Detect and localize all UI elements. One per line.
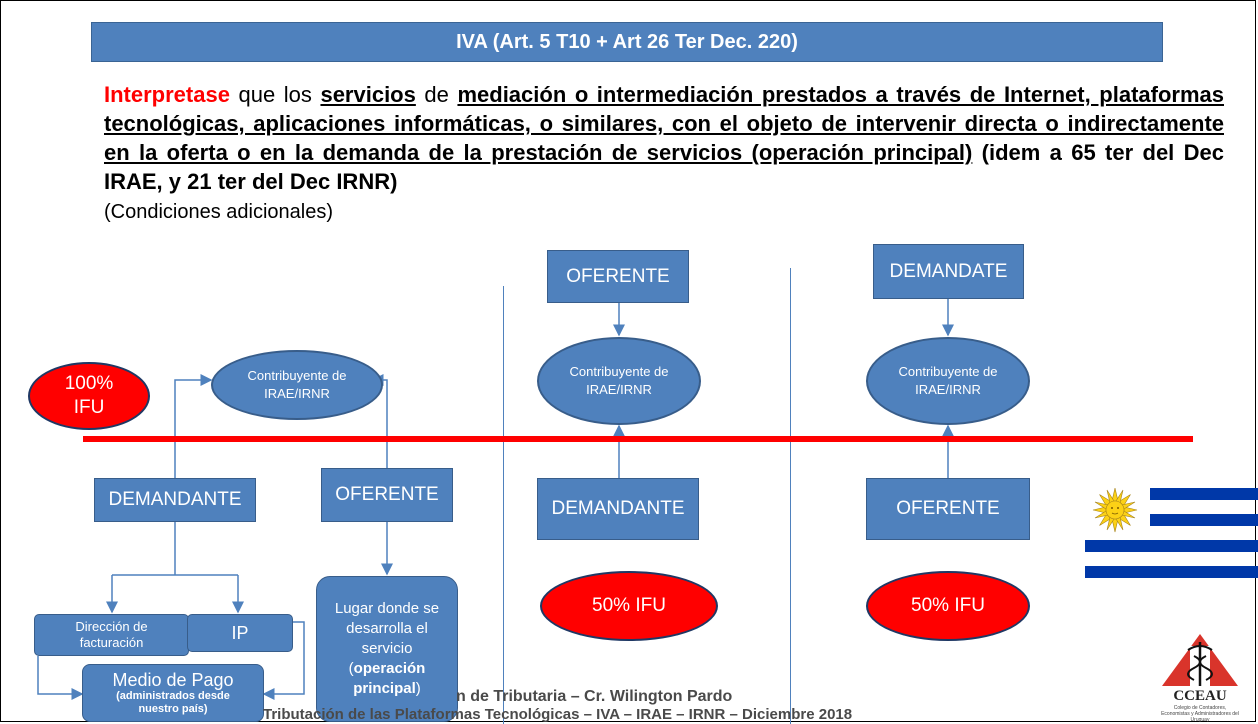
arrow-ip-medio — [262, 621, 305, 700]
logo-text: CCEAU — [1173, 688, 1227, 704]
demandate-node-3: DEMANDATE — [873, 244, 1024, 299]
arrow-demandante-contrib — [174, 374, 213, 478]
caduceus-logo-icon — [1162, 634, 1238, 686]
footer-line-1: n de Tributaria – Cr. Wilington Pardo — [456, 688, 733, 705]
arrow-direccion-medio — [37, 656, 84, 700]
contribuyente-label-2: Contribuyente de IRAE/IRNR — [569, 364, 669, 397]
contribuyente-node-1: Contribuyente de IRAE/IRNR — [211, 350, 383, 420]
direccion-facturacion-node: Dirección de facturación — [34, 614, 189, 656]
contribuyente-label-3: Contribuyente de IRAE/IRNR — [898, 364, 998, 397]
contribuyente-node-2: Contribuyente de IRAE/IRNR — [537, 337, 701, 425]
ifu-50-badge-2: 50% IFU — [540, 571, 718, 641]
oferente-node-3: OFERENTE — [866, 478, 1030, 540]
contribuyente-label-1: Contribuyente de IRAE/IRNR — [247, 368, 347, 401]
para-text-2: de — [415, 82, 458, 107]
separator-line — [83, 436, 1193, 442]
column-divider-2 — [790, 268, 791, 724]
oferente-node-2: OFERENTE — [547, 250, 689, 303]
oferente-node-1: OFERENTE — [321, 468, 453, 522]
demandante-node-2: DEMANDANTE — [537, 478, 699, 540]
keyword-interpretase: Interpretase — [104, 82, 230, 107]
contribuyente-node-3: Contribuyente de IRAE/IRNR — [866, 337, 1030, 425]
para-text-1: que los — [229, 82, 321, 107]
slide-title: IVA (Art. 5 T10 + Art 26 Ter Dec. 220) — [91, 22, 1163, 62]
footer-line-2: Tributación de las Plataformas Tecnológi… — [263, 706, 853, 723]
para-mediacion: mediación o intermediación prestados a t… — [104, 82, 1224, 165]
sun-of-may-icon — [1092, 488, 1138, 533]
direccion-label: Dirección de facturación — [75, 619, 148, 650]
column-divider-1 — [503, 286, 504, 724]
para-idem: (idem a 65 ter del Dec IRAE, y 21 ter de… — [104, 140, 1224, 194]
ip-node: IP — [187, 614, 293, 652]
medio-pago-label: Medio de Pago — [112, 670, 234, 690]
uruguay-flag-icon — [1085, 488, 1258, 578]
medio-pago-sub: (administrados desde nuestro país) — [116, 690, 230, 715]
ifu-100-label: 100% IFU — [64, 373, 114, 418]
definition-paragraph: Interpretase que los servicios de mediac… — [104, 80, 1224, 227]
demandante-node-1: DEMANDANTE — [94, 478, 256, 522]
lugar-servicio-node: Lugar donde se desarrolla el servicio (o… — [316, 576, 458, 722]
ifu-100-badge: 100% IFU — [28, 362, 150, 430]
lugar-label: Lugar donde se desarrolla el servicio (o… — [334, 600, 440, 697]
ifu-50-badge-3: 50% IFU — [866, 571, 1030, 641]
para-servicios: servicios — [320, 82, 416, 107]
logo-subtext: Colegio de Contadores, Economistas y Adm… — [1161, 705, 1239, 723]
para-condiciones: (Condiciones adicionales) — [104, 201, 334, 223]
medio-pago-node: Medio de Pago (administrados desde nuest… — [82, 664, 264, 722]
cceau-logo: CCEAU Colegio de Contadores, Economistas… — [1160, 632, 1240, 723]
